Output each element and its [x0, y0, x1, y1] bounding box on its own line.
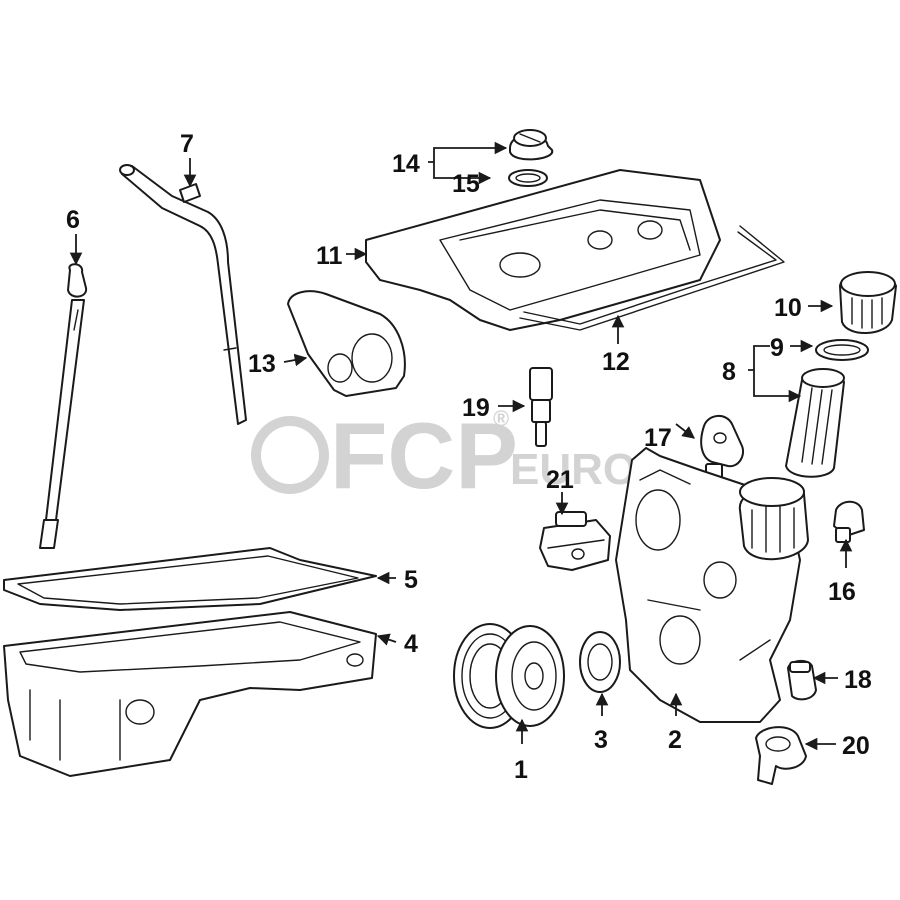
filter-o-ring — [815, 339, 869, 361]
oil-pressure-sensor — [787, 660, 817, 701]
leader-lines — [69, 141, 853, 751]
leader-15 — [433, 162, 492, 185]
front-crankshaft-seal — [579, 631, 621, 693]
timing-cover-gasket — [287, 290, 406, 397]
leader-8 — [748, 345, 770, 371]
oil-pan — [3, 611, 377, 777]
callout-13: 13 — [248, 350, 276, 378]
callout-labels: 1 2 3 4 5 6 7 8 9 10 11 12 13 14 15 16 1… — [66, 130, 872, 784]
callout-21: 21 — [546, 466, 574, 494]
watermark: FCP ® EURO — [251, 403, 637, 508]
crankshaft-position-sensor — [833, 500, 865, 543]
callout-14: 14 — [392, 150, 420, 178]
watermark-suffix: EURO — [510, 445, 637, 494]
callout-1: 1 — [514, 756, 528, 784]
watermark-logo-ring — [251, 416, 329, 494]
leader-17 — [675, 423, 695, 439]
leader-8b — [753, 370, 802, 403]
callout-10: 10 — [774, 294, 802, 322]
callout-6: 6 — [66, 206, 80, 234]
map-sensor — [539, 511, 611, 571]
callout-16: 16 — [828, 578, 856, 606]
callout-9: 9 — [770, 334, 784, 362]
watermark-brand: FCP — [330, 403, 518, 508]
valve-cover-gasket — [519, 225, 785, 331]
callout-2: 2 — [668, 726, 682, 754]
oil-filler-cap — [509, 129, 554, 161]
callout-11: 11 — [316, 242, 343, 270]
dipstick — [39, 263, 88, 549]
valve-cover — [365, 169, 721, 331]
callout-7: 7 — [180, 130, 194, 158]
filler-cap-seal — [508, 169, 548, 187]
crankshaft-pulley — [453, 623, 565, 729]
callout-3: 3 — [594, 726, 608, 754]
callout-17: 17 — [644, 424, 672, 452]
callout-19: 19 — [462, 394, 490, 422]
callout-20: 20 — [842, 732, 870, 760]
dipstick-tube — [119, 164, 247, 425]
oil-filter-housing — [738, 477, 809, 561]
callout-12: 12 — [602, 348, 630, 376]
callout-18: 18 — [844, 666, 872, 694]
oil-filter — [785, 368, 845, 478]
oil-filter-cap — [839, 271, 897, 335]
oil-pan-gasket — [3, 547, 377, 611]
leader-4 — [376, 633, 397, 646]
leader-13 — [283, 353, 308, 367]
callout-15: 15 — [452, 170, 480, 198]
watermark-registered: ® — [493, 406, 509, 431]
thermostat-housing — [755, 726, 807, 785]
leader-14 — [428, 141, 508, 163]
callout-8: 8 — [722, 358, 736, 386]
temperature-sensor — [529, 367, 553, 447]
callout-4: 4 — [404, 630, 418, 658]
callout-5: 5 — [404, 566, 418, 594]
